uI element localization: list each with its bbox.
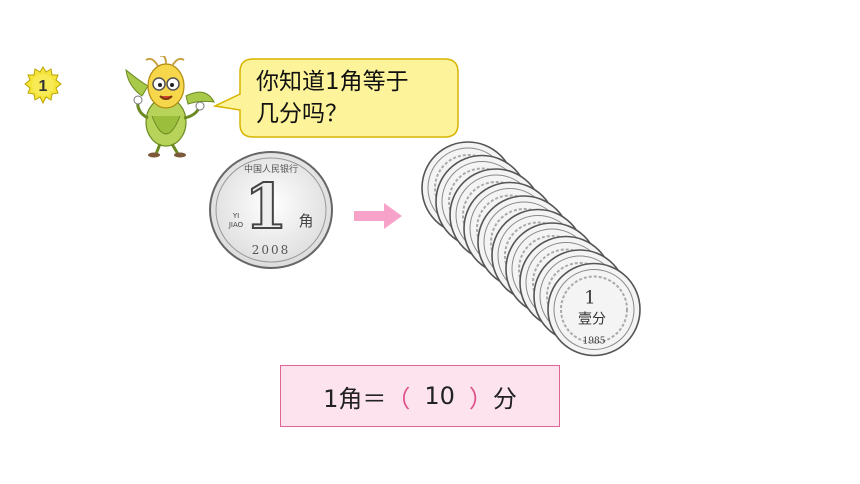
right-arrow-icon bbox=[354, 203, 402, 229]
equation: 1角＝ （ 10 ） 分 bbox=[281, 366, 559, 426]
bubble-line-1: 你知道1角等于 bbox=[256, 69, 409, 95]
equation-left: 1角＝ bbox=[323, 384, 387, 413]
one-jiao-coin: 中国人民银行 1 角 YI JIAO 2008 bbox=[209, 151, 333, 269]
speech-bubble bbox=[213, 58, 459, 138]
ten-one-fen-coins-stack: 1 壹分 1985 bbox=[421, 141, 641, 357]
bubble-line-2: 几分吗？ bbox=[256, 101, 348, 127]
coin-jiao-denomination: 1 bbox=[244, 170, 287, 243]
coin-jiao-pinyin-2: JIAO bbox=[228, 221, 244, 229]
one-fen-coin bbox=[547, 262, 641, 357]
equation-close-paren: ） bbox=[468, 384, 493, 413]
badge-number: 1 bbox=[39, 78, 48, 95]
equation-unit: 分 bbox=[492, 384, 517, 413]
coin-jiao-pinyin-1: YI bbox=[232, 212, 239, 220]
fen-coin-denomination: 1 bbox=[584, 288, 595, 309]
equation-answer: 10 bbox=[424, 382, 455, 410]
coin-jiao-year: 2008 bbox=[252, 243, 291, 257]
speech-bubble-text: 你知道1角等于 几分吗？ bbox=[256, 66, 456, 130]
fen-coin-year: 1985 bbox=[583, 337, 606, 347]
corn-mascot-illustration bbox=[125, 56, 215, 158]
answer-box: 1角＝ （ 10 ） 分 bbox=[280, 365, 560, 427]
problem-number-badge: 1 bbox=[24, 66, 62, 105]
equation-open-paren: （ bbox=[386, 384, 411, 413]
coin-issuer-text: 中国人民银行 bbox=[244, 163, 298, 175]
fen-coin-unit: 壹分 bbox=[578, 312, 606, 328]
coin-jiao-unit: 角 bbox=[298, 212, 313, 230]
